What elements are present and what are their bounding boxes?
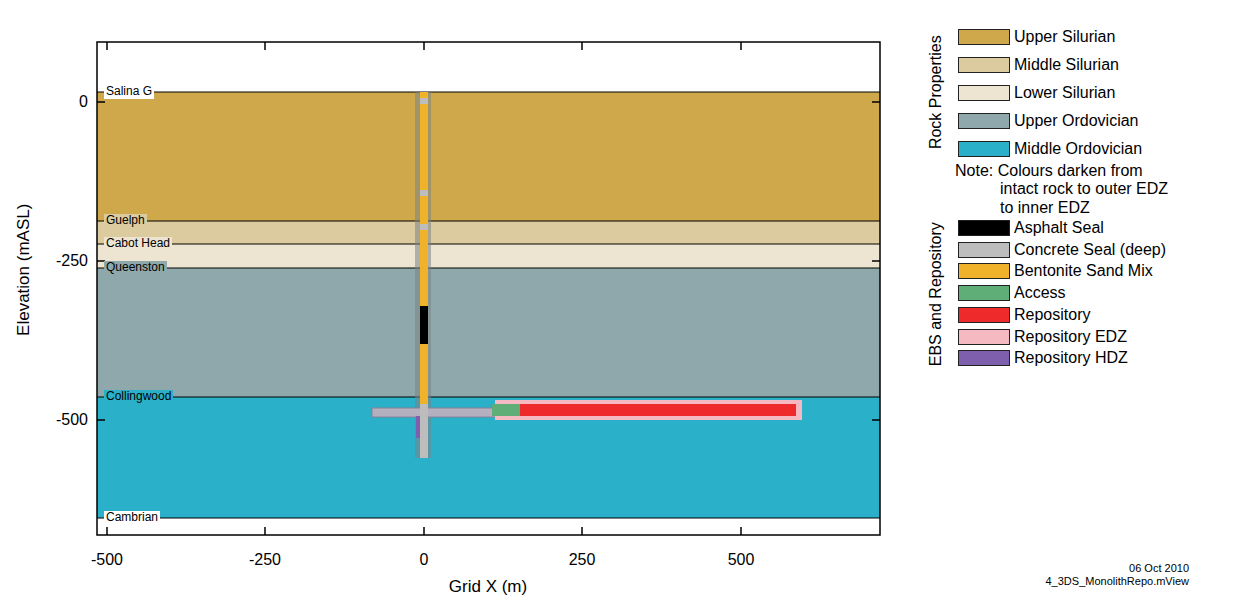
access-zone: [492, 404, 520, 416]
legend-text: Middle Ordovician: [1014, 140, 1142, 158]
lower-silurian-layer: [97, 244, 880, 268]
upper-ordovician-layer: [97, 268, 880, 397]
legend-swatch: [958, 242, 1010, 258]
shaft-bentonite: [420, 92, 428, 412]
plot-frame: [97, 42, 880, 535]
concrete-seal: [420, 98, 428, 104]
tick-label: -250: [249, 551, 281, 569]
legend-swatch: [958, 29, 1010, 45]
shaft-concrete-base: [420, 404, 428, 458]
formation-name: Guelph: [104, 214, 147, 228]
upper-silurian-layer: [97, 92, 880, 221]
axis-ticks: [97, 42, 880, 535]
legend-text: Repository: [1014, 306, 1090, 324]
formation-name: Cabot Head: [104, 237, 172, 251]
tick-label: -500: [91, 551, 123, 569]
middle-ordovician-layer: [97, 397, 880, 518]
legend-text: Middle Silurian: [1014, 56, 1119, 74]
tick-label: 0: [79, 93, 88, 111]
formation-lines: [97, 92, 880, 518]
formation-name: Cambrian: [104, 511, 160, 525]
legend-swatch: [958, 285, 1010, 301]
legend-text: Repository HDZ: [1014, 349, 1128, 367]
legend-swatch: [958, 113, 1010, 129]
legend-text: Bentonite Sand Mix: [1014, 262, 1153, 280]
legend-heading: EBS and Repository: [927, 222, 945, 366]
formation-name: Salina G: [104, 85, 154, 99]
tick-label: 500: [728, 551, 755, 569]
shaft-edz: [415, 92, 431, 458]
formation-name: Collingwood: [104, 390, 173, 404]
legend-text: Upper Silurian: [1014, 28, 1115, 46]
legend-swatch: [958, 307, 1010, 323]
concrete-seal: [420, 224, 428, 230]
legend-text: Upper Ordovician: [1014, 112, 1139, 130]
tick-label: 0: [420, 551, 429, 569]
legend-swatch: [958, 329, 1010, 345]
concrete-seal: [420, 190, 428, 196]
legend-heading: Rock Properties: [927, 35, 945, 149]
repository-zone: [520, 404, 796, 416]
legend-text: Repository EDZ: [1014, 328, 1127, 346]
tick-label: -500: [56, 411, 88, 429]
legend-swatch: [958, 350, 1010, 366]
date-stamp: 06 Oct 2010: [1129, 562, 1189, 575]
legend-note: Note: Colours darken from intact rock to…: [955, 162, 1180, 217]
tick-label: 250: [569, 551, 596, 569]
file-name: 4_3DS_MonolithRepo.mView: [1046, 575, 1190, 588]
asphalt-seal: [420, 306, 428, 344]
middle-silurian-layer: [97, 221, 880, 244]
tick-label: -250: [56, 252, 88, 270]
legend-swatch: [958, 85, 1010, 101]
legend-text: Access: [1014, 284, 1066, 302]
legend-text: Concrete Seal (deep): [1014, 241, 1166, 259]
legend-swatch: [958, 220, 1010, 236]
legend-swatch: [958, 141, 1010, 157]
legend-text: Asphalt Seal: [1014, 219, 1104, 237]
formation-name: Queenston: [104, 261, 167, 275]
legend-text: Lower Silurian: [1014, 84, 1115, 102]
axis-title: Elevation (mASL): [14, 204, 34, 336]
access-tunnel: [372, 408, 502, 417]
legend-swatch: [958, 57, 1010, 73]
axis-title: Grid X (m): [449, 577, 527, 597]
repository-edz: [495, 400, 802, 420]
legend-swatch: [958, 263, 1010, 279]
